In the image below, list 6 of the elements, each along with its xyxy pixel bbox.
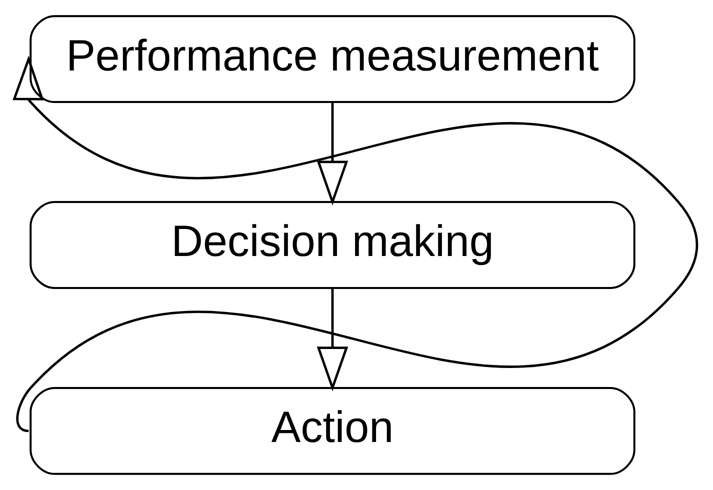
arrow xyxy=(12,55,698,432)
arrow xyxy=(316,102,348,206)
node-box: Decision making xyxy=(29,201,635,289)
arrow xyxy=(316,288,348,392)
node-box: Performance measurement xyxy=(29,15,635,104)
node-box: Action xyxy=(29,386,635,475)
